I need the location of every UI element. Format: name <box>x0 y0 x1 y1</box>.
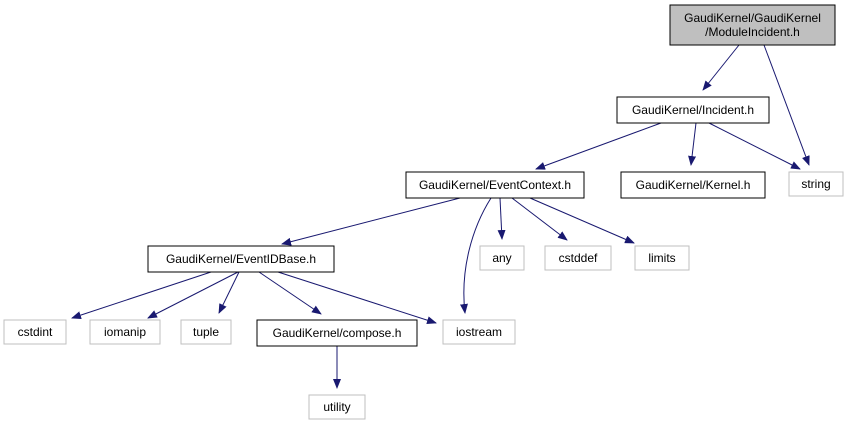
edge-eventcontext-to-iostream <box>459 197 492 314</box>
edge-eventidbase-to-compose <box>258 271 322 315</box>
node-box <box>616 96 770 124</box>
node-iostream: iostream <box>442 319 516 345</box>
node-label: utility <box>323 400 350 414</box>
node-label: string <box>801 177 830 191</box>
edge-eventcontext-to-cstddef <box>511 197 568 241</box>
node-label: cstddef <box>559 251 598 265</box>
node-box <box>256 319 418 347</box>
node-label: limits <box>648 251 675 265</box>
node-string: string <box>788 171 844 197</box>
node-cstdint: cstdint <box>3 319 67 345</box>
node-moduleincident[interactable]: GaudiKernel/GaudiKernel/ModuleIncident.h <box>669 4 836 46</box>
node-label: /ModuleIncident.h <box>705 25 800 39</box>
node-label: any <box>492 251 511 265</box>
node-box <box>180 319 232 345</box>
node-label: iomanip <box>104 325 146 339</box>
edge-eventidbase-to-tuple <box>218 271 240 314</box>
node-any: any <box>479 245 525 271</box>
node-box <box>669 4 836 46</box>
node-kernel[interactable]: GaudiKernel/Kernel.h <box>620 171 766 199</box>
node-box <box>89 319 161 345</box>
node-tuple: tuple <box>180 319 232 345</box>
edge-incident-to-eventcontext <box>535 122 662 170</box>
node-label: GaudiKernel/Incident.h <box>632 103 754 117</box>
node-eventidbase[interactable]: GaudiKernel/EventIDBase.h <box>147 245 335 273</box>
edge-eventcontext-to-limits <box>529 197 635 244</box>
node-label: GaudiKernel/compose.h <box>273 326 402 340</box>
node-eventcontext[interactable]: GaudiKernel/EventContext.h <box>405 171 585 199</box>
node-label: tuple <box>193 325 219 339</box>
node-box <box>147 245 335 273</box>
node-compose[interactable]: GaudiKernel/compose.h <box>256 319 418 347</box>
node-label: GaudiKernel/EventContext.h <box>419 178 571 192</box>
node-label: GaudiKernel/EventIDBase.h <box>166 252 316 266</box>
nodes-layer: GaudiKernel/GaudiKernel/ModuleIncident.h… <box>3 4 844 420</box>
edge-moduleincident-to-string <box>763 44 810 166</box>
node-box <box>788 171 844 197</box>
node-box <box>442 319 516 345</box>
node-box <box>308 394 366 420</box>
edge-eventcontext-to-eventidbase <box>281 197 461 246</box>
node-incident[interactable]: GaudiKernel/Incident.h <box>616 96 770 124</box>
edge-incident-to-string <box>708 122 801 170</box>
node-box <box>405 171 585 199</box>
edge-incident-to-kernel <box>688 122 697 166</box>
edge-eventidbase-to-iostream <box>277 271 437 325</box>
node-box <box>3 319 67 345</box>
node-box <box>634 245 690 271</box>
node-box <box>620 171 766 199</box>
node-cstddef: cstddef <box>544 245 612 271</box>
node-box <box>544 245 612 271</box>
edges-layer <box>71 44 810 389</box>
edge-eventidbase-to-cstdint <box>71 271 212 319</box>
edge-eventidbase-to-iomanip <box>147 271 239 319</box>
edge-eventcontext-to-any <box>497 197 506 240</box>
edge-moduleincident-to-incident <box>702 44 740 91</box>
node-label: GaudiKernel/Kernel.h <box>636 178 751 192</box>
node-iomanip: iomanip <box>89 319 161 345</box>
node-label: iostream <box>456 325 502 339</box>
node-box <box>479 245 525 271</box>
node-label: GaudiKernel/GaudiKernel <box>684 11 821 25</box>
node-utility: utility <box>308 394 366 420</box>
node-label: cstdint <box>18 325 53 339</box>
node-limits: limits <box>634 245 690 271</box>
